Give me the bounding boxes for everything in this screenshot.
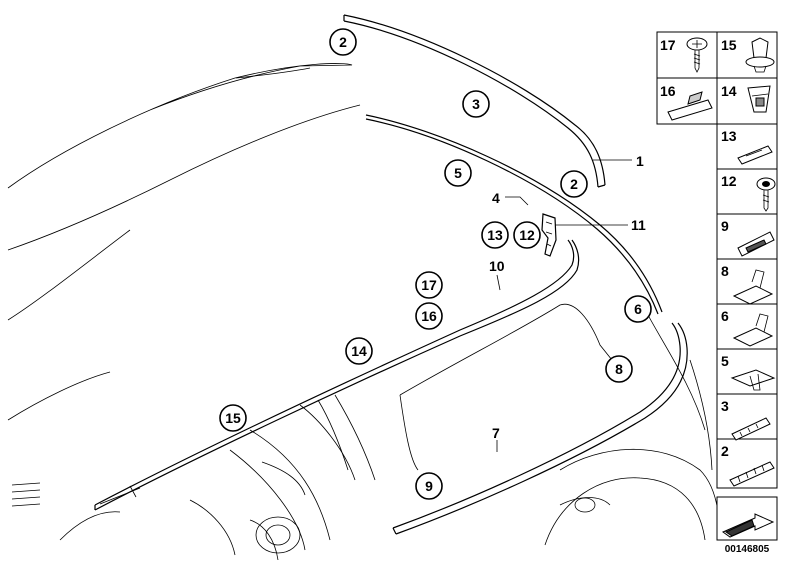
svg-text:3: 3 bbox=[472, 96, 480, 112]
callout-13: 13 bbox=[481, 221, 509, 249]
panel-label-15: 15 bbox=[721, 37, 737, 53]
label-1: 1 bbox=[636, 153, 644, 169]
panel-label-16: 16 bbox=[660, 83, 676, 99]
callout-2-right: 2 bbox=[560, 170, 588, 198]
panel-label-6: 6 bbox=[721, 308, 729, 324]
svg-text:2: 2 bbox=[570, 176, 578, 192]
svg-text:5: 5 bbox=[454, 165, 462, 181]
bracket-6-icon bbox=[732, 313, 774, 347]
svg-text:14: 14 bbox=[351, 343, 367, 359]
svg-text:12: 12 bbox=[519, 227, 535, 243]
svg-text:9: 9 bbox=[425, 478, 433, 494]
window-trim-strip bbox=[392, 322, 688, 535]
spring-nut-icon bbox=[747, 85, 771, 113]
label-11: 11 bbox=[631, 217, 646, 233]
panel-label-17: 17 bbox=[660, 37, 676, 53]
panel-label-13: 13 bbox=[721, 128, 737, 144]
clip-13-icon bbox=[737, 145, 773, 165]
callouts: 2 3 5 2 13 12 17 16 14 15 6 8 9 bbox=[219, 28, 652, 500]
svg-text:17: 17 bbox=[421, 277, 437, 293]
callout-16: 16 bbox=[415, 302, 443, 330]
clip-2-icon bbox=[729, 461, 775, 487]
parts-panel: 17 15 16 14 bbox=[656, 31, 778, 555]
document-number: 00146805 bbox=[725, 544, 770, 555]
arrow-icon bbox=[721, 513, 775, 538]
svg-text:8: 8 bbox=[615, 361, 623, 377]
callout-14: 14 bbox=[345, 337, 373, 365]
bracket-part bbox=[541, 213, 557, 257]
callout-5: 5 bbox=[444, 159, 472, 187]
roof-moulding-inner bbox=[365, 114, 663, 315]
plain-labels: 1 4 11 10 7 bbox=[489, 153, 646, 441]
label-4: 4 bbox=[492, 190, 500, 206]
roof-moulding-outer bbox=[343, 14, 606, 188]
svg-text:2: 2 bbox=[339, 34, 347, 50]
bracket-5-icon bbox=[730, 369, 776, 391]
bracket-8-icon bbox=[732, 269, 774, 305]
panel-label-9: 9 bbox=[721, 218, 729, 234]
svg-text:6: 6 bbox=[634, 301, 642, 317]
callout-3: 3 bbox=[462, 90, 490, 118]
clip-16-icon bbox=[667, 91, 713, 121]
expanding-rivet-icon bbox=[745, 37, 775, 73]
car-body-outline bbox=[7, 63, 721, 561]
callout-2-top: 2 bbox=[329, 28, 357, 56]
callout-8: 8 bbox=[605, 355, 633, 383]
callout-17: 17 bbox=[415, 271, 443, 299]
callout-12: 12 bbox=[513, 221, 541, 249]
side-trim-strip bbox=[94, 239, 580, 511]
panel-label-5: 5 bbox=[721, 353, 729, 369]
washer-screw-icon bbox=[756, 177, 776, 212]
callout-6: 6 bbox=[624, 295, 652, 323]
svg-text:13: 13 bbox=[487, 227, 503, 243]
panel-label-2: 2 bbox=[721, 443, 729, 459]
clip-9-icon bbox=[737, 231, 775, 257]
screw-icon bbox=[686, 37, 708, 73]
callout-15: 15 bbox=[219, 404, 247, 432]
panel-label-3: 3 bbox=[721, 398, 729, 414]
panel-label-8: 8 bbox=[721, 263, 729, 279]
panel-label-12: 12 bbox=[721, 173, 737, 189]
svg-text:16: 16 bbox=[421, 308, 437, 324]
panel-label-14: 14 bbox=[721, 83, 737, 99]
callout-9: 9 bbox=[415, 472, 443, 500]
clip-3-icon bbox=[731, 417, 771, 441]
leader-lines bbox=[496, 159, 632, 452]
svg-text:15: 15 bbox=[225, 410, 241, 426]
label-7: 7 bbox=[492, 425, 500, 441]
label-10: 10 bbox=[489, 258, 505, 274]
